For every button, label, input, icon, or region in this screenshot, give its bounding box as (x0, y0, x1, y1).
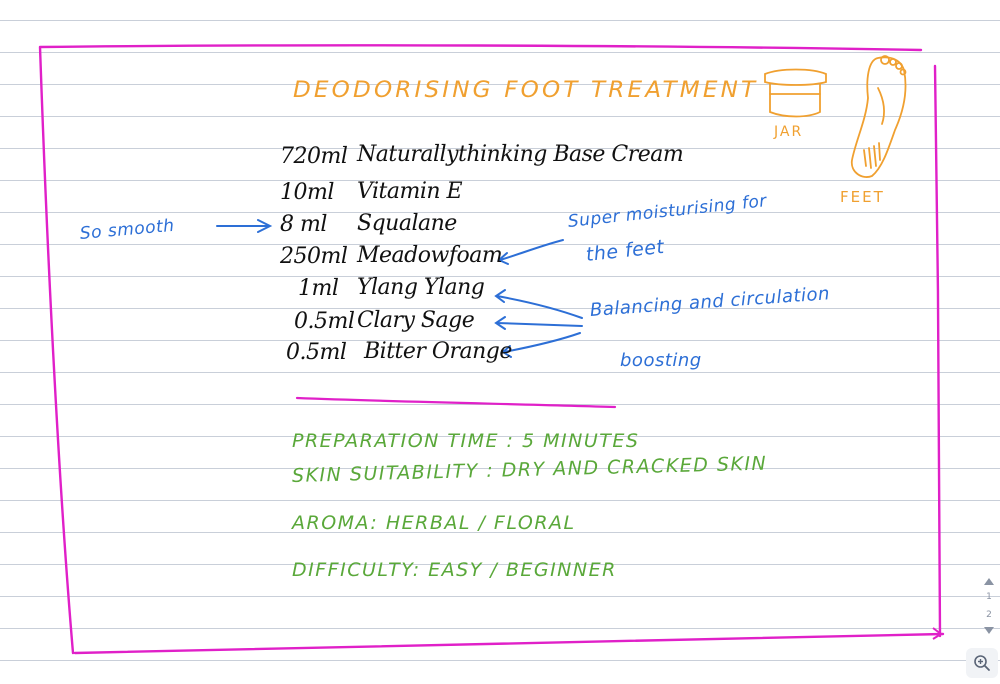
zoom-button[interactable] (966, 648, 998, 678)
page-up-icon[interactable] (984, 578, 994, 585)
ingredient-name: Vitamin E (357, 179, 463, 204)
ingredient-name: Meadowfoam (357, 243, 503, 268)
recipe-title: DEODORISING FOOT TREATMENT (293, 78, 759, 103)
feet-label: FEET (840, 188, 885, 206)
jar-label: JAR (774, 124, 804, 140)
ingredient-name: Clary Sage (357, 308, 475, 333)
page-current: 1 (986, 592, 992, 603)
ingredient-qty: 1ml (298, 276, 339, 301)
ingredient-name: Ylang Ylang (357, 275, 485, 300)
info-aroma: AROMA: HERBAL / FLORAL (292, 512, 576, 534)
ingredient-name: Bitter Orange (364, 339, 512, 364)
ingredient-qty: 0.5ml (294, 309, 355, 334)
info-difficulty: DIFFICULTY: EASY / BEGINNER (292, 559, 617, 581)
ingredient-qty: 250ml (280, 244, 348, 269)
page-total: 2 (986, 609, 992, 620)
ingredient-qty: 0.5ml (286, 340, 347, 365)
page-down-icon[interactable] (984, 626, 994, 634)
page-indicator: 1 2 (980, 578, 998, 634)
info-preparation-time: PREPARATION TIME : 5 MINUTES (292, 430, 640, 452)
ingredient-name: Naturallythinking Base Cream (357, 142, 684, 167)
zoom-icon (974, 655, 990, 671)
ingredient-qty: 10ml (280, 180, 334, 205)
ingredient-name: Squalane (357, 211, 457, 236)
ingredient-qty: 720ml (280, 144, 348, 169)
note-balancing-line2: boosting (620, 350, 702, 371)
ingredient-qty: 8 ml (280, 212, 327, 237)
